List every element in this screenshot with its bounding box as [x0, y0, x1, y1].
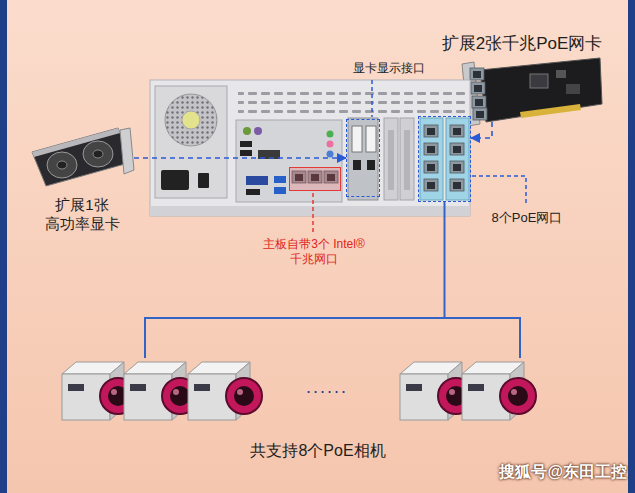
chassis-drawing: [274, 187, 286, 194]
chassis-drawing: [450, 161, 464, 173]
ellipsis: ......: [306, 376, 348, 399]
chassis-drawing: [198, 173, 209, 188]
watermark: 搜狐号@东田工控: [499, 462, 627, 482]
chassis-drawing: [450, 179, 464, 191]
graphics-card-drawing: [93, 150, 103, 158]
chassis-drawing: [424, 143, 438, 155]
chassis-drawing: [352, 126, 362, 152]
onboard-lan: 主板自带3个 Intel®千兆网口: [289, 167, 341, 191]
chassis-drawing: [182, 111, 200, 129]
chassis-drawing: [327, 131, 334, 138]
chassis-drawing: [366, 126, 376, 152]
chassis-drawing: [274, 176, 286, 183]
chassis-drawing: [240, 150, 252, 156]
camera-drawing: [462, 362, 536, 420]
chassis-drawing: [246, 189, 260, 195]
leader-line: [472, 176, 526, 205]
chassis-drawing: [254, 127, 262, 135]
poe-card-drawing: [470, 68, 484, 80]
chassis-drawing: [165, 94, 217, 146]
node-label: 显卡显示接口: [353, 61, 425, 76]
poe-card-drawing: [520, 104, 581, 118]
chassis-drawing: [327, 141, 334, 148]
graphics-card-drawing: [57, 161, 67, 169]
chassis-drawing: [150, 206, 470, 216]
camera-drawing: [188, 362, 262, 420]
poe-card-drawing: [473, 108, 487, 120]
chassis-drawing: [348, 118, 378, 200]
connector: [134, 157, 346, 159]
chassis-drawing: [424, 161, 438, 173]
chassis-drawing: [155, 86, 227, 198]
graphics-card-drawing: [32, 128, 132, 186]
chassis-drawing: [236, 120, 342, 202]
frame-strip: [628, 0, 635, 493]
chassis-drawing: [446, 118, 469, 200]
chassis-drawing: [243, 127, 251, 135]
poe-card-drawing: [530, 74, 548, 88]
chassis-drawing: [150, 80, 470, 216]
chassis-drawing: [384, 118, 398, 200]
chassis-drawing: [388, 130, 394, 190]
node-label: 扩展2张千兆PoE网卡: [442, 33, 603, 54]
node-label: 共支持8个PoE相机: [250, 441, 385, 461]
leader-line: [313, 80, 526, 232]
camera-drawing: [124, 362, 198, 420]
poe-card: 扩展2张千兆PoE网卡: [462, 58, 604, 122]
chassis-drawing: [424, 125, 438, 137]
graphics-card-drawing: [120, 128, 134, 174]
node-label: 8个PoE网口: [492, 210, 563, 226]
chassis-drawing: [240, 141, 252, 147]
chassis-drawing: [150, 80, 470, 216]
display-slot: 显卡显示接口: [346, 119, 380, 197]
connector: [471, 122, 492, 138]
graphics-card: 扩展1张 高功率显卡: [30, 124, 134, 186]
chassis-drawing: [367, 160, 375, 170]
chassis-drawing: [450, 143, 464, 155]
poe-port-group: 8个PoE网口: [418, 116, 471, 202]
graphics-card-drawing: [32, 128, 134, 186]
poe-card-drawing: [462, 58, 602, 126]
chassis-drawing: [353, 160, 361, 170]
connector: [145, 202, 445, 358]
chassis-drawing: [246, 176, 268, 185]
chassis-drawing: [420, 118, 443, 200]
leader-line: [312, 193, 314, 232]
chassis-drawing: [165, 94, 217, 146]
chassis-drawing: [327, 151, 334, 158]
poe-card-drawing: [472, 96, 486, 108]
poe-card-drawing: [480, 58, 602, 122]
node-label: 扩展1张 高功率显卡: [40, 196, 124, 234]
graphics-card-drawing: [83, 141, 113, 167]
chassis-drawing: [400, 118, 414, 200]
chassis-drawing: [424, 179, 438, 191]
chassis-drawing: [404, 130, 410, 190]
chassis-drawing: [450, 125, 464, 137]
poe-card-drawing: [556, 70, 566, 78]
node-label: 主板自带3个 Intel®千兆网口: [259, 237, 369, 267]
poe-card-drawing: [471, 82, 485, 94]
chassis-drawing: [161, 170, 189, 190]
camera-drawing: [62, 362, 536, 420]
frame-strip: [0, 0, 7, 493]
leader-line: [371, 80, 373, 117]
graphics-card-drawing: [47, 152, 77, 178]
poe-card-drawing: [566, 84, 580, 94]
branch-line: [445, 318, 521, 358]
camera-group: 共支持8个PoE相机: [58, 358, 548, 428]
chassis-drawing: [238, 86, 466, 113]
